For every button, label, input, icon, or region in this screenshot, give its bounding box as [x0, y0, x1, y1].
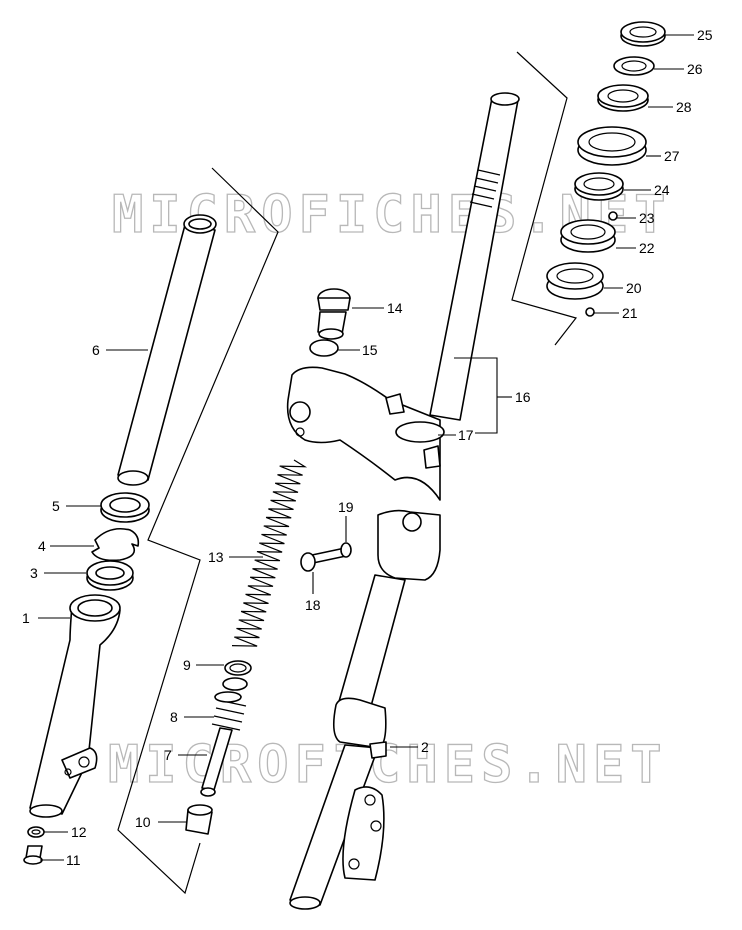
- callout-14: 14: [387, 300, 403, 316]
- callout-27: 27: [664, 148, 680, 164]
- callout-28: 28: [676, 99, 692, 115]
- callout-10: 10: [135, 814, 151, 830]
- o-ring: [309, 339, 339, 357]
- callout-labels: 1 2 3 4 5 6 7 8 9 10 11 12 13 14 15 16 1…: [22, 27, 713, 868]
- callout-24: 24: [654, 182, 670, 198]
- damper-rod: [200, 727, 233, 797]
- callout-21: 21: [622, 305, 638, 321]
- callout-8: 8: [170, 709, 178, 725]
- callout-2: 2: [421, 739, 429, 755]
- steering-lock-nut: [620, 21, 666, 47]
- callout-17: 17: [458, 427, 474, 443]
- cap-bolt: [317, 288, 351, 340]
- rebound-spring: [211, 677, 248, 731]
- oil-seal: [100, 492, 150, 523]
- pinch-bolt: [300, 547, 347, 572]
- fork-leg-right: [289, 509, 441, 910]
- callout-4: 4: [38, 538, 46, 554]
- callout-18: 18: [305, 597, 321, 613]
- callout-19: 19: [338, 499, 354, 515]
- lower-steel-ball: [585, 307, 595, 317]
- lower-bearing-race: [546, 262, 604, 300]
- circlip: [91, 527, 140, 562]
- upper-steel-ball: [608, 211, 618, 221]
- callout-22: 22: [639, 240, 655, 256]
- steering-parts-bracket: [511, 51, 578, 346]
- callout-25: 25: [697, 27, 713, 43]
- callout-23: 23: [639, 210, 655, 226]
- washer: [86, 560, 134, 591]
- callout-16: 16: [515, 389, 531, 405]
- steering-adjust-nut: [597, 84, 649, 112]
- callout-13: 13: [208, 549, 224, 565]
- callout-26: 26: [687, 61, 703, 77]
- callout-3: 3: [30, 565, 38, 581]
- callout-6: 6: [92, 342, 100, 358]
- leader-lines: [38, 34, 694, 861]
- steering-washer: [613, 56, 655, 76]
- fork-tube: [117, 214, 217, 486]
- drain-washer: [27, 826, 45, 838]
- callout-11: 11: [66, 852, 81, 868]
- callout-20: 20: [626, 280, 642, 296]
- outer-tube-left: [29, 594, 121, 818]
- lower-bearing-race-upper: [560, 219, 616, 253]
- spring-seat: [224, 660, 252, 676]
- callout-5: 5: [52, 498, 60, 514]
- callout-9: 9: [183, 657, 191, 673]
- steering-stem-assembly: [286, 92, 520, 501]
- callout-15: 15: [362, 342, 378, 358]
- fork-spring: [231, 459, 308, 647]
- callout-1: 1: [22, 610, 30, 626]
- upper-bearing-race: [574, 172, 624, 201]
- oil-lock-piece: [185, 804, 213, 835]
- watermark-bottom: MICROFICHES.NET: [108, 735, 668, 795]
- inner-parts-bracket: [117, 167, 279, 895]
- callout-12: 12: [71, 824, 87, 840]
- callout-7: 7: [164, 747, 172, 763]
- pinch-washer: [340, 542, 352, 558]
- drain-bolt: [23, 845, 43, 865]
- steering-dust-seal: [577, 126, 647, 166]
